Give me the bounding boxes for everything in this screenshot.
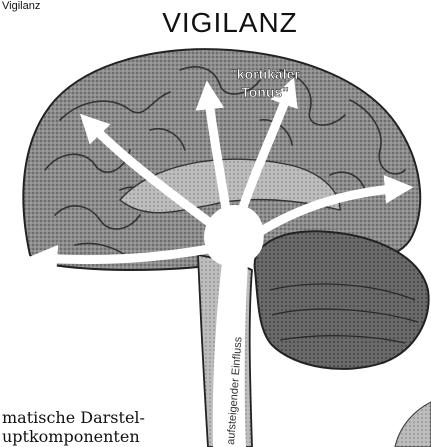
adjacent-figure-edge [395, 402, 431, 447]
header-fragment: Vigilanz [2, 0, 40, 12]
label-cortical-tone-line1: "kortikaler [230, 66, 300, 82]
diagram-title: VIGILANZ [162, 7, 298, 38]
cerebellum [255, 231, 429, 369]
caption-line-2: uptkomponenten [2, 427, 140, 446]
label-cortical-tone-line2: Tonus" [241, 84, 289, 100]
caption-line-1: matische Darstel- [2, 408, 145, 427]
